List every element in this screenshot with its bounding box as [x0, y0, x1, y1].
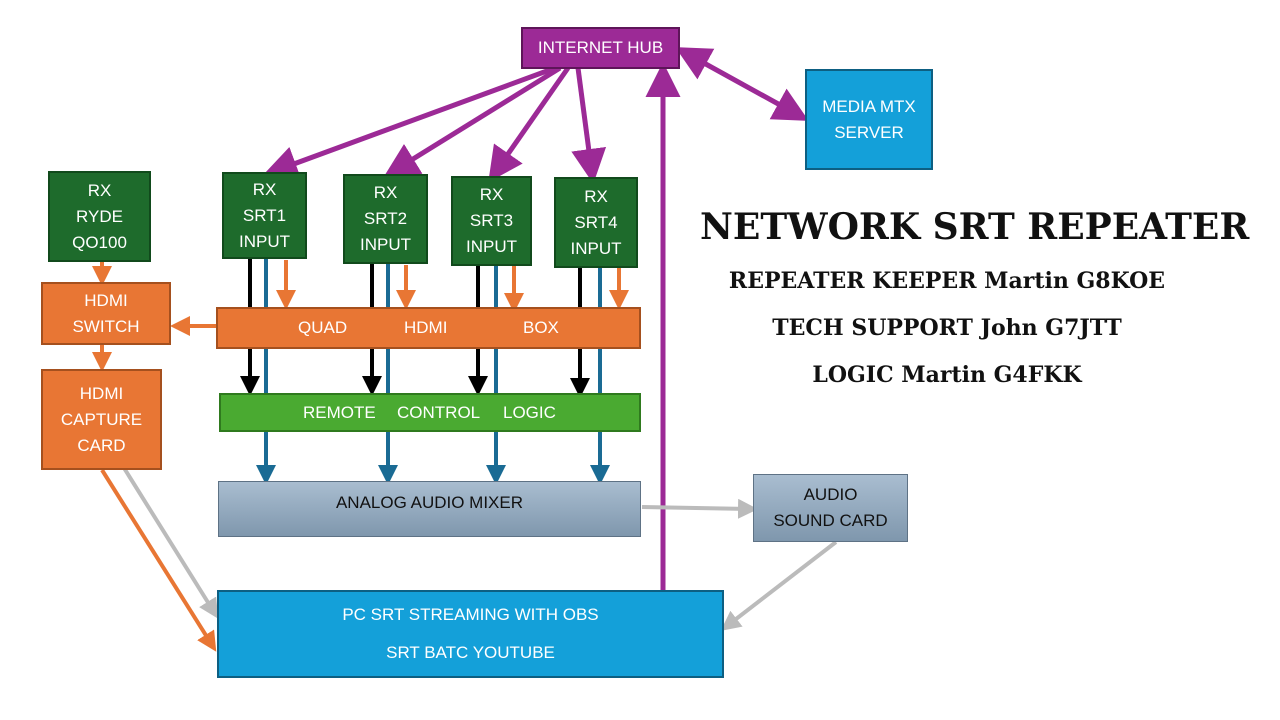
wire-hub-srt4 — [571, 67, 607, 184]
wire-hub-srt3 — [488, 66, 571, 183]
wire-hub-srt1 — [262, 65, 556, 180]
hdmi-capture-line1: HDMI — [79, 383, 124, 403]
remote-logic-word3: LOGIC — [503, 403, 556, 422]
keeper-credit: REPEATER KEEPER Martin G8KOE — [728, 268, 1166, 294]
internet-hub-box: INTERNET HUB — [521, 27, 680, 69]
rx-ryde-box: RX RYDE QO100 — [48, 171, 151, 262]
pc-streaming-line1: PC SRT STREAMING WITH OBS — [342, 605, 599, 624]
rx-srt1-line2: SRT1 — [242, 205, 287, 225]
wire-card-pc — [720, 540, 838, 631]
rx-srt3-box: RX SRT3 INPUT — [451, 176, 532, 266]
rx-srt1-box: RX SRT1 INPUT — [222, 172, 307, 259]
audio-mixer-box: ANALOG AUDIO MIXER — [218, 481, 641, 537]
wire-capture-pc — [100, 468, 217, 652]
wire-hub-srt2 — [383, 65, 562, 178]
remote-logic-word2: CONTROL — [397, 403, 481, 422]
rx-ryde-line2: RYDE — [76, 206, 123, 226]
hdmi-capture-line3: CARD — [77, 435, 126, 455]
rx-srt4-box: RX SRT4 INPUT — [554, 177, 638, 268]
media-server-line2: SERVER — [834, 122, 904, 142]
rx-srt3-line1: RX — [479, 185, 504, 204]
wire-hub-media — [675, 47, 809, 121]
rx-srt2-box: RX SRT2 INPUT — [343, 174, 428, 264]
wire-mixer-card — [641, 498, 758, 519]
rx-ryde-line1: RX — [87, 180, 112, 200]
quad-hdmi-word3: BOX — [523, 318, 559, 337]
rx-srt2-line1: RX — [373, 183, 398, 202]
rx-srt1-line3: INPUT — [239, 231, 290, 251]
rx-srt4-line1: RX — [584, 186, 608, 206]
hdmi-switch-line1: HDMI — [84, 290, 128, 310]
rx-srt3-line2: SRT3 — [469, 211, 514, 230]
tech-support-credit: TECH SUPPORT John G7JTT — [772, 315, 1122, 341]
rx-srt2-line3: INPUT — [360, 235, 411, 254]
remote-logic-box: REMOTE CONTROL LOGIC — [219, 393, 641, 432]
internet-hub-label: INTERNET HUB — [537, 38, 664, 57]
pc-streaming-box: PC SRT STREAMING WITH OBS SRT BATC YOUTU… — [217, 590, 724, 678]
media-server-line1: MEDIA MTX — [822, 96, 916, 116]
rx-srt2-line2: SRT2 — [363, 209, 408, 228]
hdmi-capture-line2: CAPTURE — [60, 409, 143, 429]
audio-mixer-label: ANALOG AUDIO MIXER — [335, 493, 524, 512]
logic-credit: LOGIC Martin G4FKK — [812, 362, 1082, 388]
media-server-box: MEDIA MTX SERVER — [805, 69, 933, 170]
audio-card-box: AUDIO SOUND CARD — [753, 474, 908, 542]
audio-card-line1: AUDIO — [803, 485, 858, 504]
quad-hdmi-word1: QUAD — [298, 318, 348, 337]
rx-srt3-line3: INPUT — [466, 237, 517, 256]
hdmi-switch-box: HDMI SWITCH — [41, 282, 171, 345]
page-title: NETWORK SRT REPEATER — [700, 206, 1250, 248]
remote-logic-word1: REMOTE — [303, 403, 376, 422]
pc-streaming-line2: SRT BATC YOUTUBE — [386, 643, 555, 662]
wire-capture-pc-video — [122, 466, 219, 619]
hdmi-capture-box: HDMI CAPTURE CARD — [41, 369, 162, 470]
rx-srt4-line3: INPUT — [570, 238, 622, 258]
rx-ryde-line3: QO100 — [72, 232, 127, 252]
quad-hdmi-box: QUAD HDMI BOX — [216, 307, 641, 349]
rx-srt4-line2: SRT4 — [574, 212, 618, 232]
rx-srt1-line1: RX — [252, 179, 277, 199]
audio-card-line2: SOUND CARD — [773, 511, 888, 530]
quad-hdmi-word2: HDMI — [404, 318, 448, 337]
hdmi-switch-line2: SWITCH — [72, 316, 140, 336]
